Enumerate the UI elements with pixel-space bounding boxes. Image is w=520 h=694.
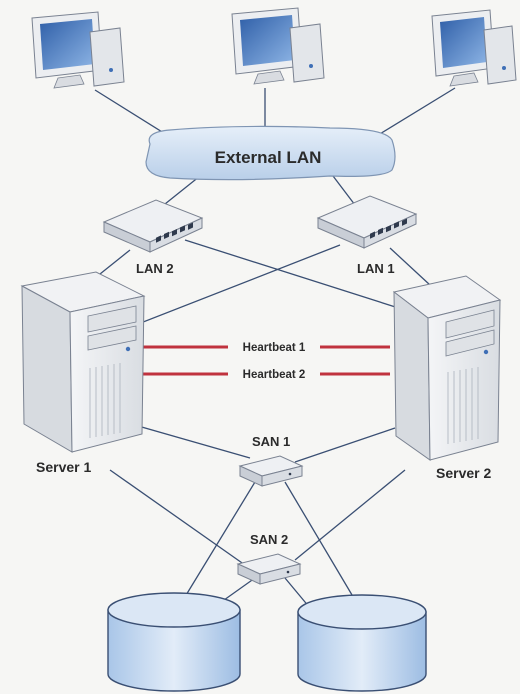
client-computer-3 (431, 9, 517, 87)
san2-switch (236, 553, 302, 585)
switch-icon (238, 455, 304, 487)
client-computer-1 (31, 11, 125, 89)
link-switch1-server1 (109, 244, 341, 336)
client-computer-2 (231, 7, 325, 85)
external-lan-label: External LAN (215, 148, 322, 167)
database-icon (107, 592, 241, 692)
switch-icon (236, 553, 302, 585)
lan2-label: LAN 2 (136, 261, 174, 276)
san2-label: SAN 2 (250, 532, 288, 547)
external-lan-cloud: External LAN (145, 125, 396, 181)
server1-tower (20, 271, 146, 453)
server1-label: Server 1 (36, 459, 91, 475)
link-switch2-server2 (184, 239, 431, 319)
san1-label: SAN 1 (252, 434, 290, 449)
link-pc3-lan (369, 87, 456, 141)
lan2-switch (102, 199, 204, 253)
link-server2-san2 (294, 469, 406, 561)
storage-disk-2 (297, 594, 427, 692)
network-links (89, 87, 456, 621)
link-lan-switch1 (329, 171, 356, 206)
monitor-icon (31, 11, 103, 89)
switch-icon (316, 195, 418, 249)
server-icon (392, 275, 502, 461)
lan1-switch (316, 195, 418, 249)
tower-icon (483, 25, 517, 85)
tower-icon (89, 27, 125, 87)
heartbeat-links (142, 345, 390, 376)
tower-icon (289, 23, 325, 83)
database-icon (297, 594, 427, 692)
heartbeat1-label: Heartbeat 1 (243, 342, 306, 354)
san1-switch (238, 455, 304, 487)
link-san1-disk1 (179, 481, 256, 606)
link-server1-san2 (109, 469, 246, 566)
link-server2-san1 (294, 427, 396, 463)
switch-icon (102, 199, 204, 253)
link-switch1-server2 (389, 247, 431, 286)
monitor-icon (231, 7, 303, 85)
monitor-icon (431, 9, 495, 87)
lan1-label: LAN 1 (357, 261, 395, 276)
storage-disk-1 (107, 592, 241, 692)
server2-tower (392, 275, 502, 461)
server-icon (20, 271, 146, 453)
heartbeat2-label: Heartbeat 2 (243, 369, 306, 381)
server2-label: Server 2 (436, 465, 491, 481)
link-san1-disk2 (284, 481, 356, 601)
